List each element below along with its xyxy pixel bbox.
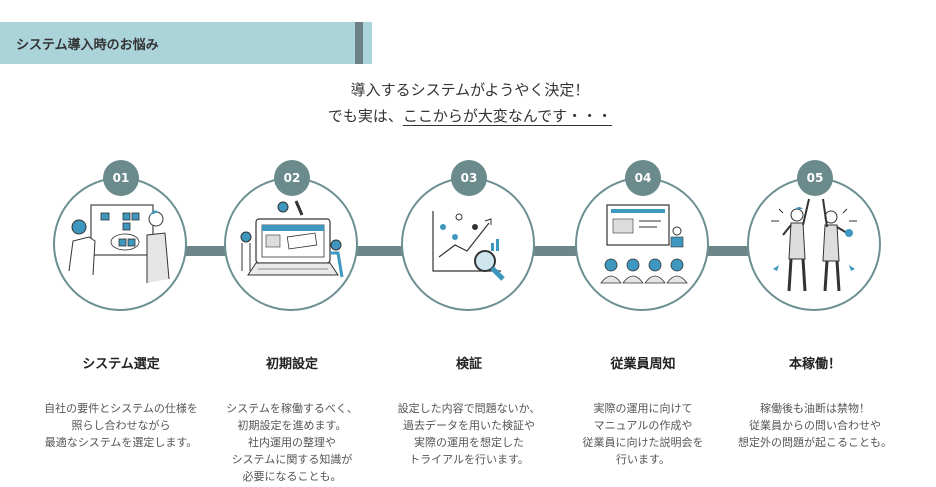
step-description: システムを稼働するべく、 初期設定を進めます。 社内運用の整理や システムに関す… <box>187 400 397 485</box>
desc-line: 従業員に向けた説明会を <box>582 436 704 449</box>
desc-line: システムを稼働するべく、 <box>226 402 358 415</box>
step-number-badge: 05 <box>797 160 833 196</box>
desc-line: 自社の要件とシステムの仕様を <box>44 402 198 415</box>
step-title: 検証 <box>455 357 482 372</box>
step-number-badge: 03 <box>451 160 487 196</box>
step-title: システム選定 <box>82 357 160 372</box>
desc-line: 社内運用の整理や <box>248 436 336 449</box>
presentation-icon <box>600 204 688 284</box>
step-illustration-circle <box>224 177 358 311</box>
step-illustration-circle <box>747 177 881 311</box>
desc-line: 設定した内容で問題ないか、 <box>397 402 541 415</box>
laptop-setup-icon <box>240 200 344 278</box>
desc-line: トライアルを行います。 <box>409 453 529 466</box>
whiteboard-meeting-icon <box>68 204 170 283</box>
data-analysis-icon <box>432 211 505 281</box>
section-title: システム導入時のお悩み <box>16 38 159 53</box>
step-illustration-circle <box>575 177 709 311</box>
desc-line: 照らし合わせながら <box>71 419 171 432</box>
step-number-badge: 01 <box>103 160 139 196</box>
step-illustration-circle <box>53 177 187 311</box>
desc-line: 行います。 <box>616 453 670 466</box>
lead-line-2-prefix: でも実は、 <box>327 107 403 125</box>
step-description: 実際の運用に向けて マニュアルの作成や 従業員に向けた説明会を 行います。 <box>538 400 748 468</box>
desc-line: 初期設定を進めます。 <box>237 419 347 432</box>
step-title: 従業員周知 <box>610 357 676 372</box>
celebration-icon <box>771 198 857 292</box>
desc-line: 想定外の問題が起こることも。 <box>738 436 892 449</box>
section-header-tail <box>363 22 372 64</box>
desc-line: 必要になることも。 <box>242 470 342 483</box>
step-description: 稼働後も油断は禁物！ 従業員からの問い合わせや 想定外の問題が起こることも。 <box>710 400 920 451</box>
desc-line: 最適なシステムを選定します。 <box>44 436 198 449</box>
step-title: 本稼働！ <box>788 357 841 372</box>
lead-line-2: でも実は、ここからが大変なんです・・・ <box>2 105 936 126</box>
desc-line: 過去データを用いた検証や <box>403 419 535 432</box>
step-number-badge: 04 <box>625 160 661 196</box>
desc-line: 実際の運用を想定した <box>414 436 524 449</box>
section-header <box>0 22 355 64</box>
step-illustration-circle <box>401 177 535 311</box>
desc-line: 実際の運用に向けて <box>593 402 693 415</box>
step-description: 設定した内容で問題ないか、 過去データを用いた検証や 実際の運用を想定した トラ… <box>364 400 574 468</box>
lead-line-2-emphasis: ここからが大変なんです・・・ <box>402 107 613 125</box>
step-description: 自社の要件とシステムの仕様を 照らし合わせながら 最適なシステムを選定します。 <box>16 400 226 451</box>
step-number-badge: 02 <box>274 160 310 196</box>
desc-line: 従業員からの問い合わせや <box>749 419 881 432</box>
lead-line-1: 導入するシステムがようやく決定！ <box>350 81 590 99</box>
section-header-accent <box>355 22 363 64</box>
step-title: 初期設定 <box>265 357 318 372</box>
desc-line: システムに関する知識が <box>231 453 353 466</box>
desc-line: マニュアルの作成や <box>593 419 693 432</box>
desc-line: 稼働後も油断は禁物！ <box>760 402 870 415</box>
